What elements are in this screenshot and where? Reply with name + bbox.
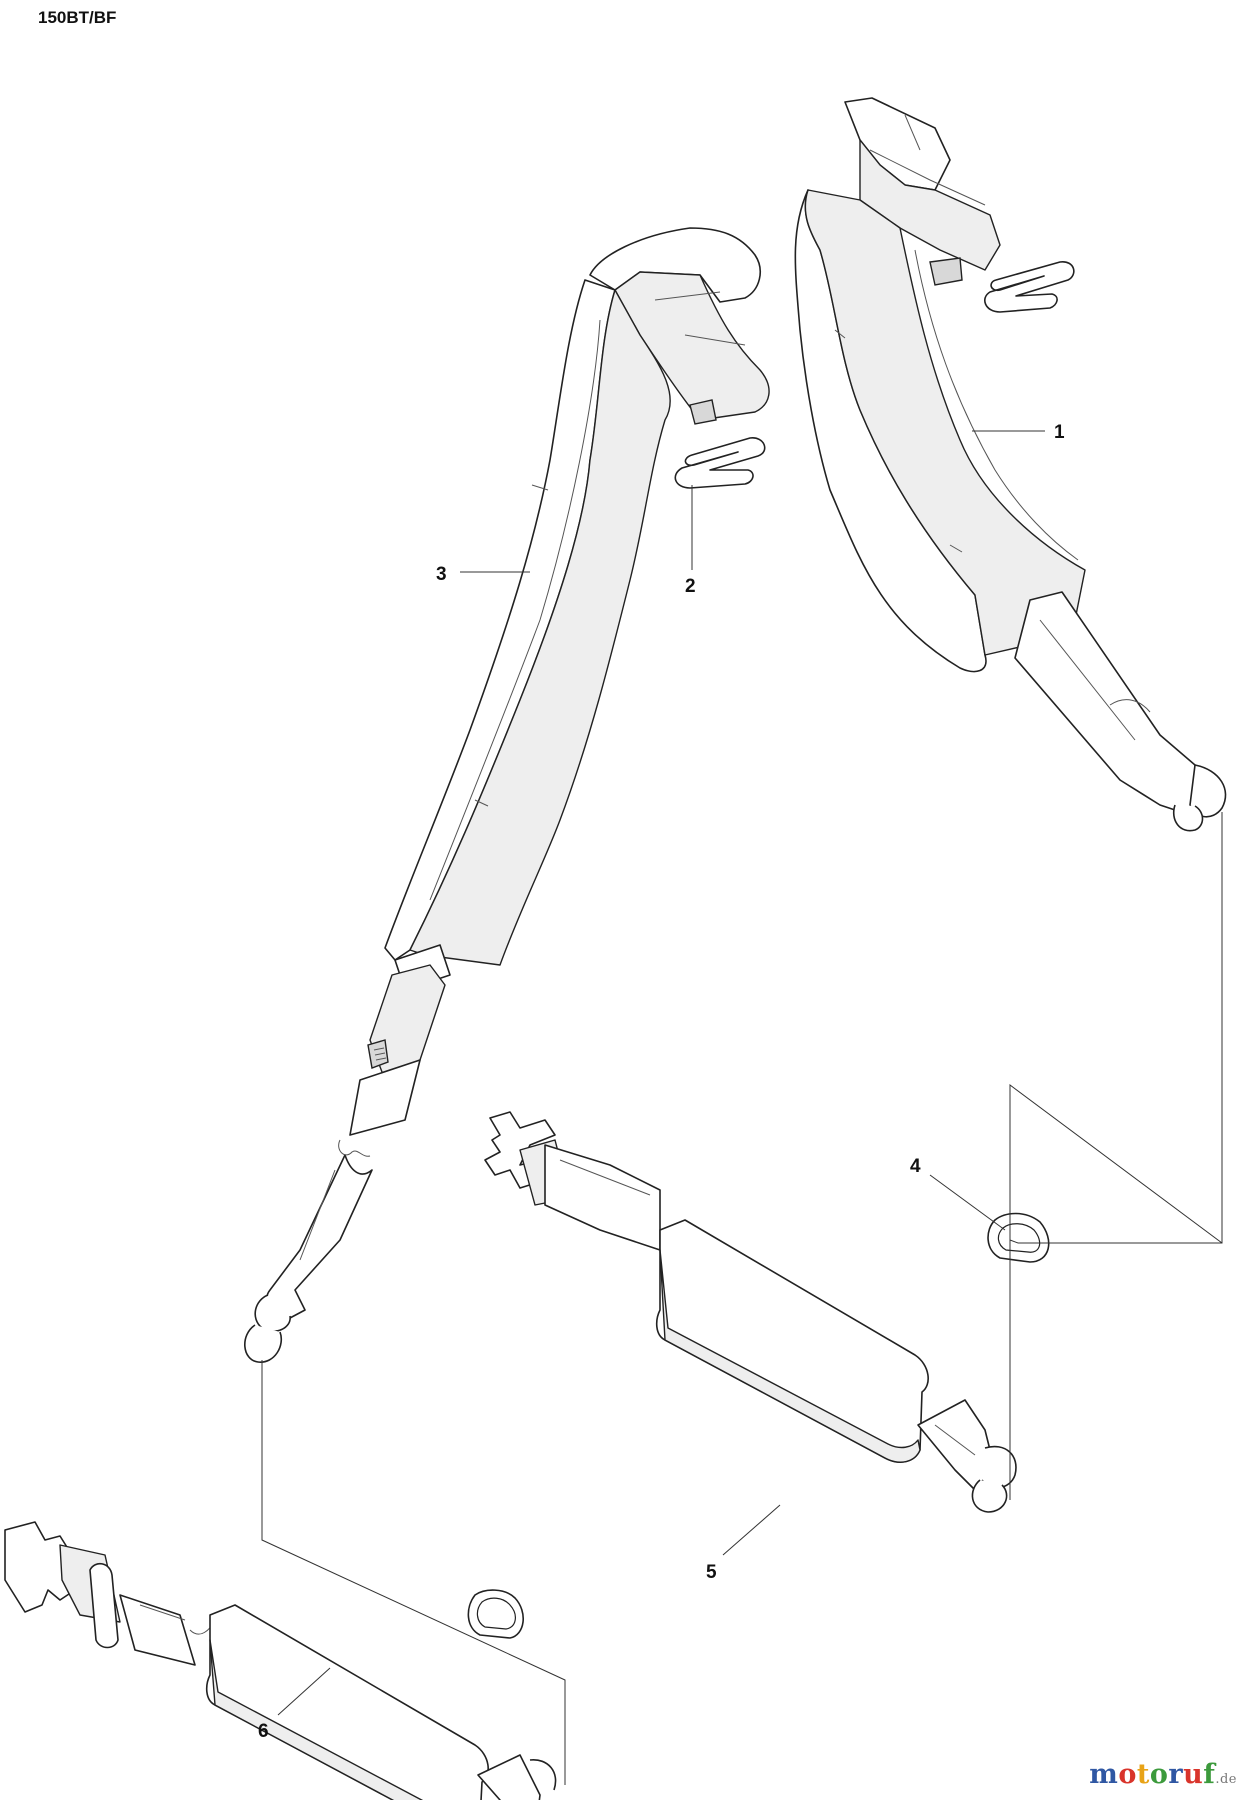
callout-numbers: 1 2 3 4 5 6	[258, 422, 1065, 1742]
watermark-letter: o	[1149, 1759, 1169, 1790]
connection-lines	[261, 812, 1223, 1785]
callout-3: 3	[436, 564, 447, 585]
callout-2: 2	[685, 576, 696, 597]
callout-5: 5	[706, 1562, 717, 1583]
callout-6: 6	[258, 1721, 269, 1742]
part-1-right-shoulder-strap	[794, 97, 1227, 832]
callout-leaders	[277, 430, 1045, 1716]
watermark-tld: .de	[1215, 1772, 1237, 1787]
motoruf-watermark-logo: motoruf.de	[1089, 1759, 1237, 1790]
callout-4: 4	[910, 1156, 921, 1177]
watermark-letter: m	[1089, 1759, 1119, 1790]
watermark-letter: o	[1118, 1759, 1137, 1790]
part-4-d-ring	[467, 1212, 1050, 1639]
watermark-letter: f	[1203, 1759, 1216, 1790]
watermark-letter: t	[1136, 1759, 1150, 1790]
watermark-letter: r	[1168, 1759, 1184, 1790]
part-2-s-hook	[674, 261, 1075, 489]
part-6-waist-strap	[4, 1521, 557, 1800]
model-title: 150BT/BF	[38, 8, 117, 27]
part-5-chest-strap	[484, 1111, 1017, 1513]
callout-1: 1	[1054, 422, 1065, 443]
part-3-left-shoulder-strap	[244, 227, 770, 1363]
watermark-letter: u	[1183, 1759, 1204, 1790]
